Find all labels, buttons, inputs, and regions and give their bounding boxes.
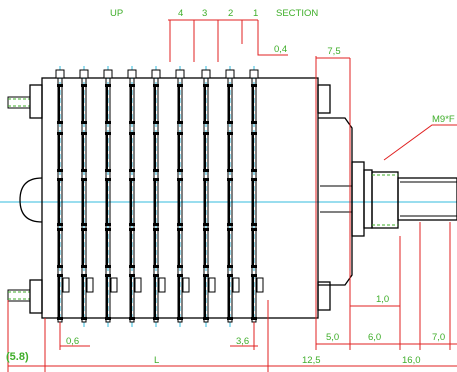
dim-16-0: 16,0 xyxy=(402,355,421,366)
dim-0-6: 0,6 xyxy=(66,336,79,347)
dim-0-4: 0,4 xyxy=(274,44,287,55)
dim-3-6: 3,6 xyxy=(236,336,249,347)
label-section-2: 2 xyxy=(228,8,233,19)
dim-6-0: 6,0 xyxy=(368,332,381,343)
label-section-4: 4 xyxy=(178,8,183,19)
terminal-column xyxy=(127,66,142,330)
label-section-1: 1 xyxy=(253,8,258,19)
dim-7-5: 7,5 xyxy=(327,46,340,57)
dim-7-0: 7,0 xyxy=(432,332,445,343)
bottom-left-stud xyxy=(7,289,31,302)
terminal-column xyxy=(55,66,70,330)
label-section-3: 3 xyxy=(202,8,207,19)
terminal-column xyxy=(151,66,166,330)
wafer-stack xyxy=(55,66,264,330)
terminal-column xyxy=(249,66,264,330)
terminal-column xyxy=(175,66,190,330)
dim-12-5: 12,5 xyxy=(302,355,321,366)
terminal-column xyxy=(79,66,94,330)
dimension-lines xyxy=(7,19,457,372)
thread-label: M9*F xyxy=(432,114,455,125)
labels: UP 4 3 2 1 SECTION 0,4 7,5 M9*F 1,0 0,6 … xyxy=(6,8,455,366)
dim-5-8: (5.8) xyxy=(6,351,29,363)
threaded-bushing xyxy=(371,171,457,229)
dim-5-0: 5,0 xyxy=(326,332,339,343)
switch-body xyxy=(19,77,373,319)
dim-L: L xyxy=(154,355,159,366)
terminal-column xyxy=(201,66,216,330)
label-up: UP xyxy=(110,8,123,19)
terminal-column xyxy=(225,66,240,330)
top-left-stud xyxy=(7,96,31,109)
label-section: SECTION xyxy=(276,8,318,19)
dim-1-0: 1,0 xyxy=(376,294,389,305)
terminal-column xyxy=(103,66,118,330)
